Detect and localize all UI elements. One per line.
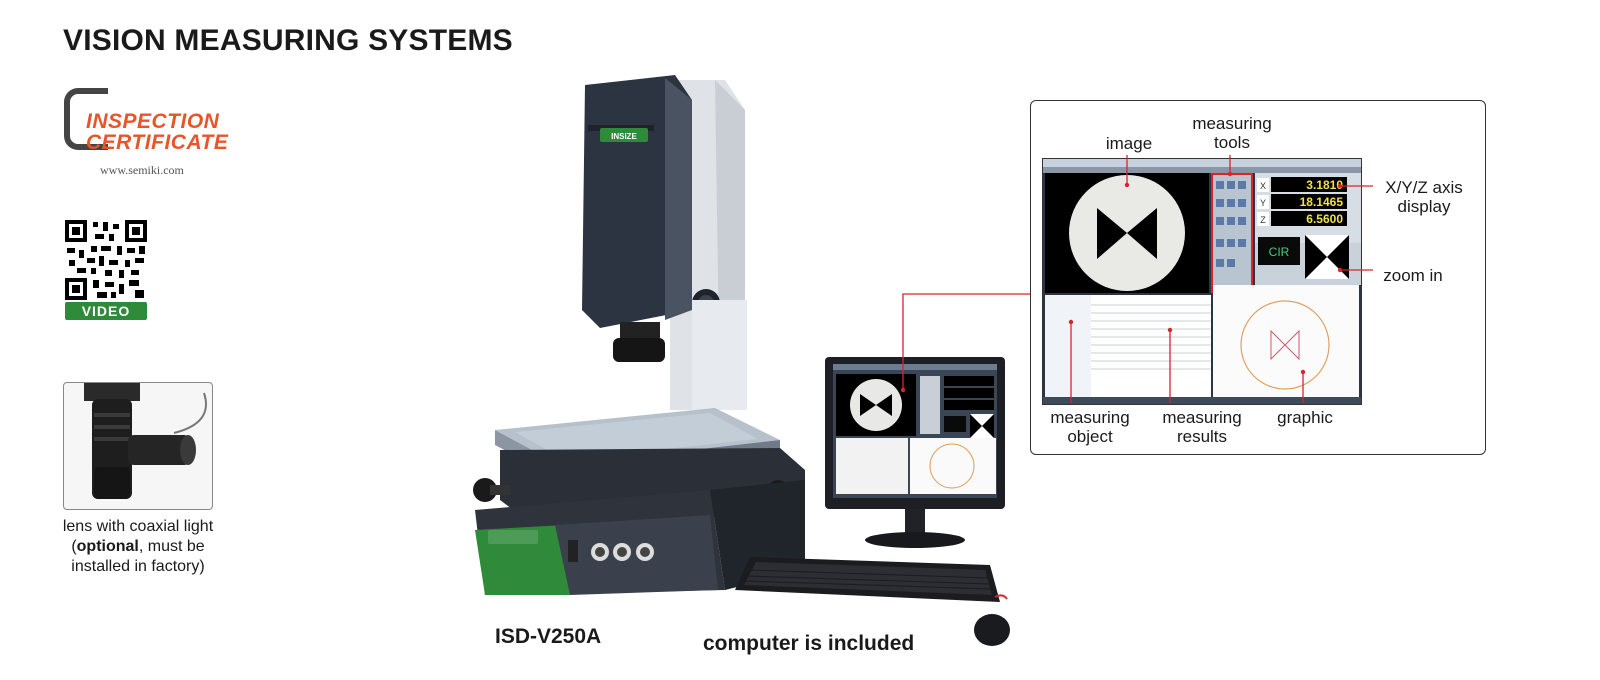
qr-code[interactable] xyxy=(65,220,147,300)
brand-logo-text: INSIZE xyxy=(611,132,637,141)
x-readout: 3.1810 xyxy=(1306,178,1343,192)
page-title: VISION MEASURING SYSTEMS xyxy=(63,24,513,57)
lens-photo xyxy=(63,382,213,510)
certificate-bracket xyxy=(64,88,108,150)
y-readout: 18.1465 xyxy=(1300,195,1344,209)
callout-measuring-object: measuring object xyxy=(1050,408,1130,446)
callout-zoom-in: zoom in xyxy=(1383,266,1443,285)
software-screenshot: X Y Z 3.1810 18.1465 6.5600 CIR xyxy=(1042,158,1362,405)
software-ui-illustration: X Y Z 3.1810 18.1465 6.5600 CIR xyxy=(1043,159,1361,404)
axis-x-label: X xyxy=(1260,181,1266,191)
video-badge[interactable]: VIDEO xyxy=(65,302,147,320)
lens-illustration xyxy=(84,383,207,499)
tool-status: CIR xyxy=(1269,245,1290,259)
axis-y-label: Y xyxy=(1260,198,1266,208)
lens-caption: lens with coaxial light (optional, must … xyxy=(50,517,226,577)
certificate-line2: CERTIFICATE xyxy=(86,131,229,154)
qr-code-graphic xyxy=(65,220,147,300)
model-label: ISD-V250A xyxy=(495,625,602,648)
callout-measuring-results: measuring results xyxy=(1162,408,1242,446)
z-readout: 6.5600 xyxy=(1306,212,1343,226)
lens-caption-optional: optional xyxy=(76,538,139,555)
callout-graphic: graphic xyxy=(1277,408,1333,427)
computer-illustration xyxy=(735,357,1010,646)
certificate-url[interactable]: www.semiki.com xyxy=(100,163,184,177)
computer xyxy=(730,352,1040,652)
computer-label: computer is included xyxy=(703,632,915,655)
vision-measuring-machine: INSIZE xyxy=(460,70,820,610)
axis-z-label: Z xyxy=(1260,215,1266,225)
certificate-line1: INSPECTION xyxy=(86,110,220,133)
callout-image: image xyxy=(1105,134,1153,153)
lens-caption-text: lens with coaxial light ( xyxy=(62,518,214,555)
callout-measuring-tools: measuring tools xyxy=(1192,114,1272,152)
lens-caption-text-end: , must be installed in factory) xyxy=(71,538,205,575)
callout-xyz-axis-display: X/Y/Z axis display xyxy=(1385,178,1463,216)
brand-logo xyxy=(600,128,648,142)
machine-illustration: INSIZE xyxy=(473,75,805,595)
